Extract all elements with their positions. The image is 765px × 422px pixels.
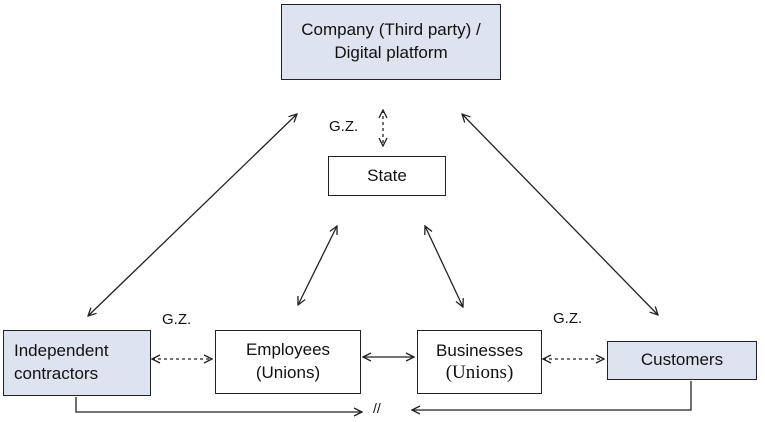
- edge-state-employees: [298, 226, 337, 305]
- node-businesses: Businesses (Unions): [417, 330, 542, 394]
- node-independent-contractors: Independent contractors: [3, 330, 151, 396]
- edge-independent-to-not-equal: [75, 397, 362, 412]
- edge-customers-to-not-equal: [412, 381, 692, 410]
- label-gz-right: G.Z.: [553, 310, 583, 327]
- edge-company-independent-contractors: [88, 114, 297, 316]
- node-businesses-label-line1: Businesses: [436, 340, 523, 360]
- node-independent-contractors-label: Independent contractors: [14, 341, 109, 383]
- node-employees: Employees (Unions): [215, 330, 361, 394]
- edge-state-businesses: [425, 226, 463, 307]
- node-state: State: [328, 156, 446, 196]
- node-state-label: State: [367, 165, 407, 185]
- node-employees-label: Employees (Unions): [245, 340, 331, 382]
- node-customers-label: Customers: [640, 350, 724, 370]
- node-company-label: Company (Third party) / Digital platform: [301, 20, 481, 62]
- edge-company-customers: [462, 114, 658, 315]
- label-not-equal: //: [373, 400, 381, 416]
- label-gz-top: G.Z.: [329, 118, 359, 135]
- label-gz-left: G.Z.: [162, 311, 192, 328]
- node-company: Company (Third party) / Digital platform: [281, 4, 501, 80]
- node-businesses-label-line2: (Unions): [445, 361, 514, 383]
- node-customers: Customers: [607, 341, 757, 380]
